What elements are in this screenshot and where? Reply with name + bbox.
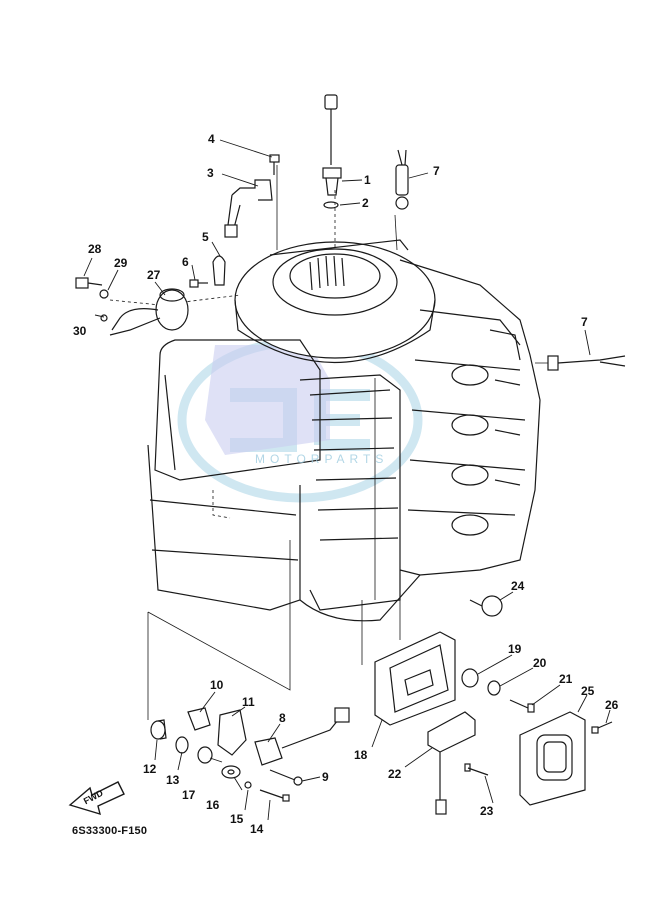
- callout-3: 3: [207, 166, 214, 180]
- washer-part-29: [99, 289, 109, 299]
- callout-13: 13: [166, 773, 180, 787]
- washer-part-16: [221, 765, 241, 779]
- highlight-region: [205, 345, 330, 455]
- callout-18: 18: [354, 748, 368, 762]
- callout-17: 17: [182, 788, 196, 802]
- callout-14: 14: [250, 822, 264, 836]
- callout-22: 22: [388, 767, 402, 781]
- callout-26: 26: [605, 698, 619, 712]
- callout-15: 15: [230, 812, 244, 826]
- callout-6: 6: [182, 255, 189, 269]
- bushing-part-13: [175, 736, 189, 754]
- clamp-part-24: [469, 595, 503, 617]
- screw-part-4: [269, 154, 280, 175]
- bolt-part-28: [75, 277, 103, 289]
- drawing-code: 6S33300-F150: [72, 825, 148, 837]
- screw-part-23: [464, 763, 489, 776]
- bolt-part-9: [269, 769, 303, 786]
- cover-part-25: [519, 711, 586, 806]
- callout-7-top: 7: [433, 164, 440, 178]
- bolt-part-14: [259, 789, 290, 802]
- callout-21: 21: [559, 672, 573, 686]
- collar-part-20: [487, 680, 501, 696]
- callout-12: 12: [143, 762, 157, 776]
- relay-part-27: [109, 288, 189, 336]
- bolt-part-21: [509, 699, 535, 713]
- callout-16: 16: [206, 798, 220, 812]
- sensor-part-7-top: [395, 149, 409, 210]
- callout-29: 29: [114, 256, 128, 270]
- callout-1: 1: [364, 173, 371, 187]
- washer-part-2: [323, 201, 339, 209]
- callout-4: 4: [208, 132, 215, 146]
- sensor-part-1: [322, 94, 342, 196]
- callout-30: 30: [73, 324, 87, 338]
- bracket-part-3: [224, 179, 273, 238]
- lever-part-10: [187, 707, 211, 731]
- fwd-arrow-icon: [68, 781, 125, 816]
- leader-lines: [83, 139, 611, 821]
- watermark-text: MOTORPARTS: [255, 452, 389, 466]
- sensor-part-8: [254, 707, 350, 766]
- callout-24: 24: [511, 579, 525, 593]
- callout-8: 8: [279, 711, 286, 725]
- callout-11: 11: [242, 695, 255, 709]
- callout-23: 23: [480, 804, 494, 818]
- engine-block: [147, 239, 541, 622]
- screw-part-26: [591, 721, 613, 734]
- washer-part-17: [197, 746, 213, 764]
- callout-27: 27: [147, 268, 161, 282]
- callout-28: 28: [88, 242, 102, 256]
- callout-2: 2: [362, 196, 369, 210]
- callout-19: 19: [508, 642, 522, 656]
- collar-part-12: [150, 719, 167, 740]
- grommet-part-19: [461, 668, 479, 688]
- callout-25: 25: [581, 684, 595, 698]
- callout-9: 9: [322, 770, 329, 784]
- ecm-part-18: [374, 631, 456, 726]
- bracket-part-22: [427, 711, 476, 815]
- callout-20: 20: [533, 656, 547, 670]
- callout-10: 10: [210, 678, 224, 692]
- callout-5: 5: [202, 230, 209, 244]
- sensor-part-7-right: [547, 355, 626, 371]
- washer-part-15: [244, 781, 252, 789]
- screw-part-30: [100, 314, 108, 322]
- screw-part-6: [189, 279, 208, 288]
- clip-part-5: [212, 255, 226, 286]
- callout-7-right: 7: [581, 315, 588, 329]
- lever-part-11: [217, 709, 247, 756]
